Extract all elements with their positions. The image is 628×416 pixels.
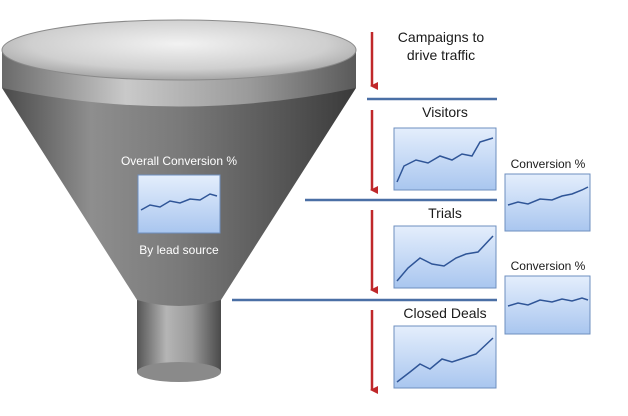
conversion-label-2: Conversion % (510, 259, 586, 273)
lead-source-label: By lead source (139, 243, 219, 257)
trials-label: Trials (428, 205, 462, 221)
line-chart-icon (393, 127, 497, 191)
line-chart-icon (504, 275, 591, 335)
line-chart-icon (137, 174, 221, 234)
line-chart-icon (504, 173, 591, 232)
visitors-label: Visitors (422, 104, 468, 120)
line-chart-icon (393, 325, 497, 389)
funnel-spout (137, 290, 221, 381)
closed-deals-label: Closed Deals (403, 305, 487, 321)
line-chart-icon (393, 225, 497, 289)
overall-conversion-label: Overall Conversion % (120, 154, 238, 168)
funnel-spout-bottom (137, 362, 221, 382)
campaigns-label: Campaigns to drive traffic (397, 29, 485, 63)
funnel-mouth (1, 19, 357, 81)
conversion-label-1: Conversion % (510, 157, 586, 171)
